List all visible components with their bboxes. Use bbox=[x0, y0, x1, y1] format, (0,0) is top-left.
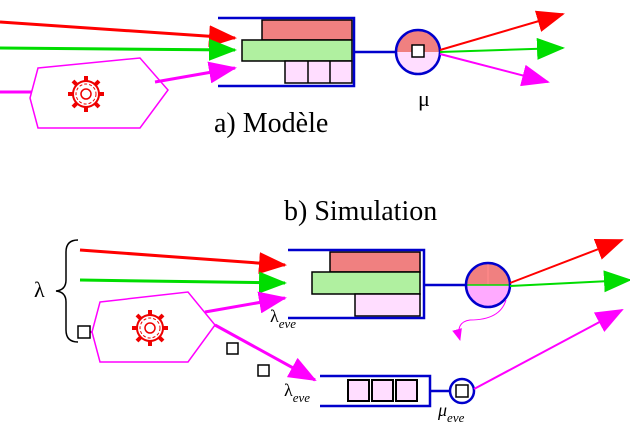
a-source-node bbox=[29, 57, 169, 129]
mu-eve-subscript: eve bbox=[447, 410, 465, 425]
a-server bbox=[394, 28, 442, 76]
a-mu-label: μ bbox=[418, 86, 430, 111]
lambda-eve-symbol: λ bbox=[270, 306, 279, 326]
b-green-arrow-out bbox=[509, 270, 630, 293]
lambda-eve-2-symbol: λ bbox=[284, 380, 293, 400]
lambda-eve-2-label: λeve bbox=[284, 380, 310, 405]
lambda-label: λ bbox=[34, 277, 45, 302]
b-server bbox=[464, 261, 512, 309]
lambda-eve-label: λeve bbox=[270, 306, 296, 331]
panel-a bbox=[0, 10, 565, 129]
a-magenta-arrow-out bbox=[439, 53, 550, 87]
lambda-eve-subscript: eve bbox=[278, 316, 297, 331]
a-caption: a) Modèle bbox=[214, 108, 329, 139]
b-event-token bbox=[77, 325, 91, 339]
b-event-queue bbox=[320, 374, 432, 408]
b-preempt-arrow bbox=[452, 299, 507, 341]
b-event-arrow bbox=[214, 323, 317, 382]
b-event-token-2 bbox=[257, 364, 270, 377]
b-green-arrow-in bbox=[79, 271, 287, 294]
lambda-brace bbox=[55, 239, 79, 343]
a-red-arrow-in bbox=[0, 20, 237, 48]
mu-eve-symbol: μ bbox=[438, 400, 448, 420]
b-red-arrow-in bbox=[79, 248, 287, 275]
mu-eve-label: μeve bbox=[438, 400, 464, 425]
a-magenta-arrow-in bbox=[154, 61, 237, 84]
b-event-arrow-out bbox=[473, 309, 624, 390]
a-green-arrow-out bbox=[439, 37, 565, 60]
lambda-eve-2-subscript: eve bbox=[292, 390, 311, 405]
b-caption: b) Simulation bbox=[284, 196, 438, 227]
a-red-arrow-out bbox=[439, 10, 565, 51]
b-event-token-1 bbox=[226, 342, 239, 355]
b-queue bbox=[288, 248, 426, 320]
b-gear-icon bbox=[130, 308, 170, 348]
a-green-arrow-in bbox=[0, 38, 237, 61]
panel-b bbox=[55, 239, 630, 408]
b-red-arrow-out bbox=[509, 239, 624, 284]
b-magenta-arrow-in bbox=[204, 291, 287, 314]
b-source-node bbox=[91, 291, 216, 363]
b-event-server bbox=[448, 377, 476, 405]
a-gear-icon bbox=[66, 74, 106, 114]
a-queue bbox=[218, 16, 356, 88]
